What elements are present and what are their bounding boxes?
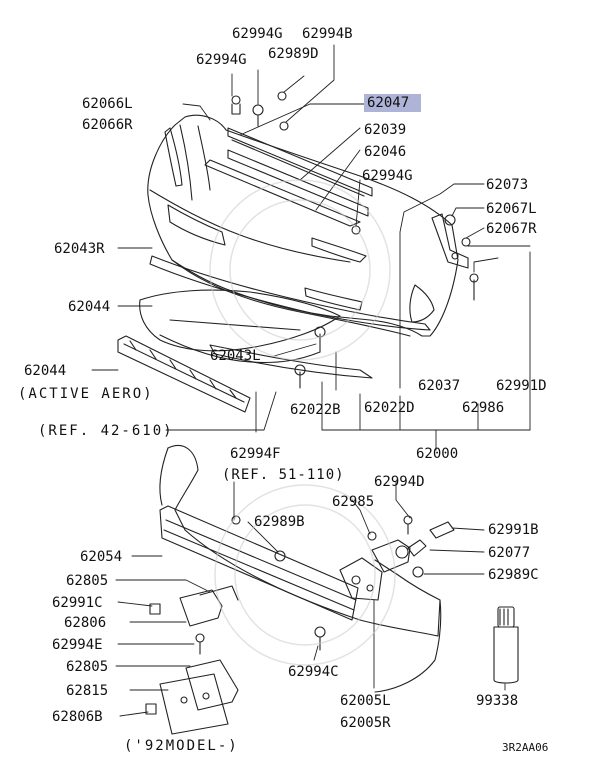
part-label-62991D: 62991D bbox=[496, 378, 547, 394]
model-year-note: ('92MODEL-) bbox=[124, 738, 239, 754]
diagram-code: 3R2AA06 bbox=[502, 741, 549, 754]
part-label-62994F: 62994F bbox=[230, 446, 281, 462]
part-label-62067L: 62067L bbox=[486, 201, 537, 217]
lower-lip-molding bbox=[149, 255, 431, 379]
part-label-62994G: 62994G bbox=[362, 168, 413, 184]
side-bracket-62067 bbox=[431, 213, 469, 269]
part-label-62037: 62037 bbox=[418, 378, 461, 394]
part-label-62043R: 62043R bbox=[54, 241, 105, 257]
reinforcement-bar bbox=[159, 505, 359, 621]
part-label-62047-highlighted: 62047 bbox=[364, 94, 422, 112]
part-label-62005R: 62005R bbox=[340, 715, 391, 731]
part-label-62989D: 62989D bbox=[268, 46, 319, 62]
part-label-62989C: 62989C bbox=[488, 567, 539, 583]
part-label-62989B: 62989B bbox=[254, 514, 305, 530]
part-label-62994B: 62994B bbox=[302, 26, 353, 42]
part-label-62994G: 62994G bbox=[196, 52, 247, 68]
reference-note-51-110: (REF. 51-110) bbox=[222, 467, 345, 483]
part-label-62039: 62039 bbox=[364, 122, 407, 138]
touch-up-paint-bottle bbox=[493, 606, 519, 684]
part-label-62044: 62044 bbox=[24, 363, 67, 379]
part-label-62994E: 62994E bbox=[52, 637, 103, 653]
leader-lines bbox=[91, 44, 531, 717]
part-label-62066L: 62066L bbox=[82, 96, 133, 112]
part-label-62046: 62046 bbox=[364, 144, 407, 160]
part-label-62043L: 62043L bbox=[210, 348, 261, 364]
part-label-62994D: 62994D bbox=[374, 474, 425, 490]
watermark-emblem bbox=[209, 179, 396, 666]
part-label-62806B: 62806B bbox=[52, 709, 103, 725]
active-aero-note: (ACTIVE AERO) bbox=[18, 386, 154, 402]
license-bracket bbox=[159, 585, 239, 735]
part-label-62815: 62815 bbox=[66, 683, 109, 699]
part-label-62066R: 62066R bbox=[82, 117, 133, 133]
fasteners bbox=[145, 91, 479, 715]
part-label-62805: 62805 bbox=[66, 659, 109, 675]
part-label-62044: 62044 bbox=[68, 299, 111, 315]
bumper-stay-62005 bbox=[339, 557, 383, 601]
part-label-62022B: 62022B bbox=[290, 402, 341, 418]
part-label-62000: 62000 bbox=[416, 446, 459, 462]
reference-note-42-610: (REF. 42-610) bbox=[38, 423, 174, 439]
part-label-62994G: 62994G bbox=[232, 26, 283, 42]
part-label-62991C: 62991C bbox=[52, 595, 103, 611]
part-label-62994C: 62994C bbox=[288, 664, 339, 680]
part-label-62073: 62073 bbox=[486, 177, 529, 193]
part-label-62991B: 62991B bbox=[488, 522, 539, 538]
active-aero-spoiler bbox=[117, 335, 251, 413]
tow-hook-62077 bbox=[371, 521, 455, 573]
part-label-62985: 62985 bbox=[332, 494, 375, 510]
part-label-62054: 62054 bbox=[80, 549, 123, 565]
part-label-62067R: 62067R bbox=[486, 221, 537, 237]
highlighted-part-number: 62047 bbox=[364, 94, 422, 112]
part-label-62005L: 62005L bbox=[340, 693, 391, 709]
part-label-62806: 62806 bbox=[64, 615, 107, 631]
part-label-62077: 62077 bbox=[488, 545, 531, 561]
part-label-62022D: 62022D bbox=[364, 400, 415, 416]
part-label-62986: 62986 bbox=[462, 400, 505, 416]
grille-molding bbox=[204, 127, 373, 227]
part-label-99338: 99338 bbox=[476, 693, 519, 709]
part-label-62805: 62805 bbox=[66, 573, 109, 589]
under-cover-62044 bbox=[139, 289, 341, 364]
